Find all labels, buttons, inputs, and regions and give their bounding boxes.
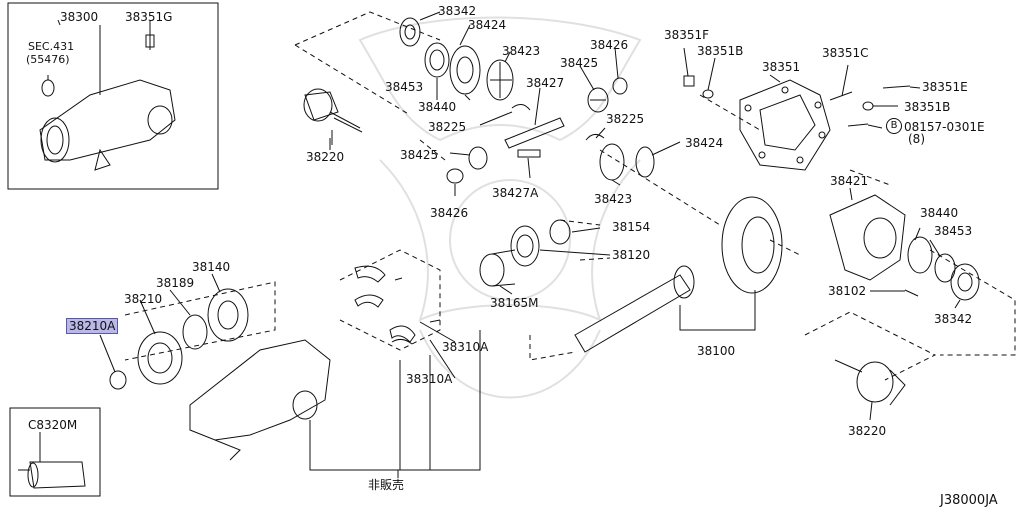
label-38220-right[interactable]: 38220	[848, 424, 887, 438]
label-38427[interactable]: 38427	[526, 76, 565, 90]
label-38440-right[interactable]: 38440	[920, 206, 959, 220]
label-38423-mid[interactable]: 38423	[594, 192, 633, 206]
guide-right-flange	[804, 311, 937, 381]
diagram-code: J38000JA	[940, 493, 998, 508]
label-38425-mid[interactable]: 38425	[400, 148, 439, 162]
bracket-38100	[679, 290, 756, 331]
side-bearing-38440-top	[449, 45, 481, 95]
bearing-38440-right	[907, 236, 933, 274]
label-38189[interactable]: 38189	[156, 276, 195, 290]
label-sec431[interactable]: SEC.431	[28, 40, 75, 53]
label-38310A-a[interactable]: 38310A	[442, 340, 489, 354]
label-38351F[interactable]: 38351F	[664, 28, 710, 42]
inset-box-carrier-assembly	[7, 2, 219, 190]
ring-gear-drawing	[721, 196, 783, 294]
label-38100[interactable]: 38100	[697, 344, 736, 358]
tool-box-c8320m	[9, 407, 101, 497]
lock-pin-38427A	[517, 149, 541, 158]
label-38140[interactable]: 38140	[192, 260, 231, 274]
rear-cover-38351-drawing	[739, 79, 831, 171]
guide-right-side	[929, 249, 1016, 356]
cover-fittings-drawing	[683, 75, 911, 127]
drive-pinion-drawing	[574, 265, 695, 353]
label-38300[interactable]: 38300	[60, 10, 99, 24]
label-38424-mid[interactable]: 38424	[685, 136, 724, 150]
bearing-38342-top	[399, 17, 421, 47]
bearing-caps-drawing	[354, 265, 441, 345]
guide-caps	[339, 249, 441, 351]
label-38351B-b[interactable]: 38351B	[904, 100, 951, 114]
label-38210[interactable]: 38210	[124, 292, 163, 306]
collapsible-spacer-38165M	[479, 249, 516, 287]
label-not-for-sale: 非販売	[368, 478, 405, 492]
side-gear-38423-top	[486, 59, 514, 101]
label-c8320m[interactable]: C8320M	[28, 418, 78, 432]
carrier-housing-drawing	[189, 339, 331, 461]
bolt-b-marker: B	[886, 118, 902, 134]
guide-lines-upper	[294, 11, 891, 256]
side-gear-38423-mid	[599, 143, 625, 181]
pinion-gear-38425-mid	[468, 146, 488, 170]
label-38351C[interactable]: 38351C	[822, 46, 869, 60]
label-38351E[interactable]: 38351E	[922, 80, 968, 94]
washer-38424-mid	[635, 146, 655, 178]
label-bolt-qty: (8)	[908, 132, 925, 146]
tool-c8320m-drawing	[18, 461, 86, 489]
label-38102[interactable]: 38102	[828, 284, 867, 298]
pinion-shaft-38427	[504, 117, 565, 149]
snap-ring-38225-b	[585, 134, 605, 141]
label-38225-a[interactable]: 38225	[428, 120, 467, 134]
label-38426-top[interactable]: 38426	[590, 38, 629, 52]
label-38120[interactable]: 38120	[612, 248, 651, 262]
label-38425-top[interactable]: 38425	[560, 56, 599, 70]
spacer-38154	[549, 219, 571, 245]
label-38423-top[interactable]: 38423	[502, 44, 541, 58]
label-38342-top[interactable]: 38342	[438, 4, 477, 18]
label-38165M[interactable]: 38165M	[490, 296, 539, 310]
label-38427A[interactable]: 38427A	[492, 186, 539, 200]
label-38342-right[interactable]: 38342	[934, 312, 973, 326]
companion-flange-38210-drawing	[137, 331, 183, 385]
leader-lines	[39, 11, 961, 462]
companion-flange-38210A-drawing	[109, 370, 127, 390]
label-bolt-08157-0301E[interactable]: 08157-0301E	[904, 120, 985, 134]
pinion-bearing-38120	[510, 225, 540, 267]
guide-pinion	[529, 335, 576, 361]
bearing-38342-right	[950, 263, 980, 301]
label-38424-top[interactable]: 38424	[468, 18, 507, 32]
label-38453-top[interactable]: 38453	[385, 80, 424, 94]
label-38225-b[interactable]: 38225	[606, 112, 645, 126]
label-sec431-ref: (55476)	[26, 53, 70, 66]
companion-flange-left-drawing	[303, 88, 363, 145]
label-38453-right[interactable]: 38453	[934, 224, 973, 238]
not-for-sale-bracket	[309, 330, 481, 478]
label-38426-mid[interactable]: 38426	[430, 206, 469, 220]
label-38351[interactable]: 38351	[762, 60, 801, 74]
guide-lower-left	[124, 281, 276, 361]
label-38220-left[interactable]: 38220	[306, 150, 345, 164]
watermark-emblem	[358, 16, 642, 399]
washer-38453-right	[934, 253, 956, 283]
pinion-mate-gear-38425-top	[587, 87, 609, 113]
label-38210A-highlighted[interactable]: 38210A	[66, 318, 119, 334]
oil-seal-38189	[182, 314, 208, 350]
label-38440-top[interactable]: 38440	[418, 100, 457, 114]
washer-38453-top	[424, 42, 450, 78]
label-38421[interactable]: 38421	[830, 174, 869, 188]
label-38351B-a[interactable]: 38351B	[697, 44, 744, 58]
snap-ring-38225-a	[511, 104, 531, 111]
washer-38426-mid	[446, 168, 464, 184]
diff-case-38421-drawing	[829, 194, 906, 281]
label-38351G[interactable]: 38351G	[125, 10, 173, 24]
thrust-washer-38426-top	[612, 77, 628, 95]
label-38310A-b[interactable]: 38310A	[406, 372, 453, 386]
label-38154[interactable]: 38154	[612, 220, 651, 234]
companion-flange-right-drawing	[834, 359, 906, 406]
guide-pinion-bearing	[559, 219, 611, 261]
bearing-38140-drawing	[207, 288, 249, 342]
bolt-38102	[904, 289, 919, 297]
